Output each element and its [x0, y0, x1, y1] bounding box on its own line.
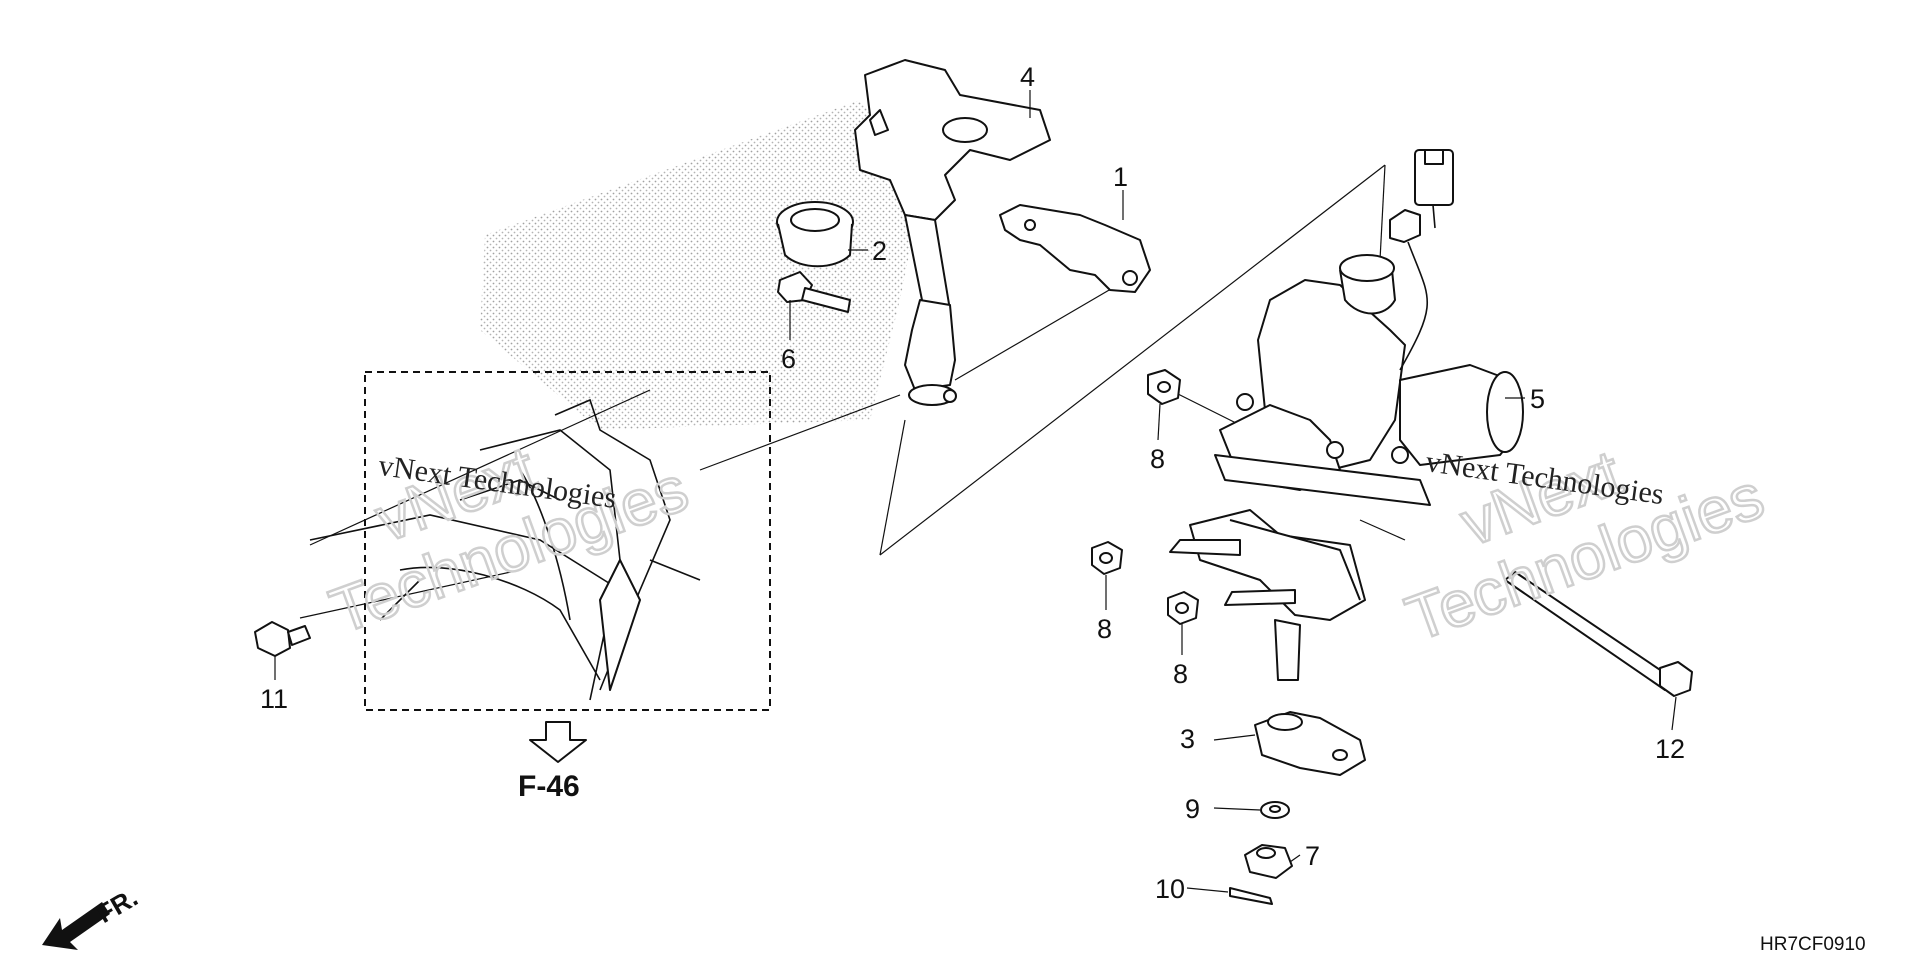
callout-1: 1 — [1113, 162, 1128, 192]
bolt-part-6[interactable] — [777, 271, 851, 313]
reference-label: F-46 — [518, 770, 580, 803]
callout-5: 5 — [1530, 384, 1545, 414]
long-bolt-part-12[interactable] — [1504, 571, 1693, 697]
down-arrow-icon — [529, 721, 587, 763]
cotter-pin-part-10[interactable] — [1229, 887, 1273, 905]
eps-unit-part-5[interactable] — [1169, 209, 1524, 681]
callout-10: 10 — [1155, 874, 1185, 904]
front-label: FR. — [92, 882, 143, 929]
steering-column-part-4[interactable] — [854, 59, 1051, 406]
callout-4: 4 — [1020, 62, 1035, 92]
callout-3: 3 — [1180, 724, 1195, 754]
front-arrow-icon — [42, 902, 110, 950]
castle-nut-part-7[interactable] — [1244, 844, 1293, 879]
bolt-part-11[interactable] — [254, 621, 311, 657]
frame-sketch — [309, 398, 701, 701]
callout-9: 9 — [1185, 794, 1200, 824]
nut-part-8a[interactable] — [1147, 369, 1181, 405]
pitman-arm-part-3[interactable] — [1254, 711, 1366, 776]
nut-part-8b[interactable] — [1091, 541, 1123, 575]
callout-11: 11 — [260, 684, 288, 714]
callout-8a: 8 — [1150, 444, 1165, 474]
callout-2: 2 — [872, 236, 887, 266]
clamp-bracket-part-1[interactable] — [999, 204, 1151, 293]
reference-f46[interactable]: F-46 — [518, 721, 587, 803]
leader-lines — [274, 90, 1677, 893]
nut-part-8c[interactable] — [1167, 591, 1199, 625]
washer-part-9[interactable] — [1260, 801, 1290, 819]
callout-7: 7 — [1305, 841, 1320, 871]
callout-8c: 8 — [1173, 659, 1188, 689]
diagram-code: HR7CF0910 — [1760, 934, 1866, 955]
shading-region — [480, 100, 920, 430]
front-direction-indicator: FR. — [42, 882, 143, 950]
callout-8b: 8 — [1097, 614, 1112, 644]
callout-labels: 1 2 3 4 5 6 7 8 8 8 9 10 11 12 — [260, 62, 1685, 904]
callout-6: 6 — [781, 344, 796, 374]
connector-plug[interactable] — [1414, 149, 1454, 229]
watermarks: vNext Technologies vNext Technologies vN… — [320, 431, 1774, 657]
callout-12: 12 — [1655, 734, 1685, 764]
dust-seal-part-2[interactable] — [776, 201, 854, 268]
